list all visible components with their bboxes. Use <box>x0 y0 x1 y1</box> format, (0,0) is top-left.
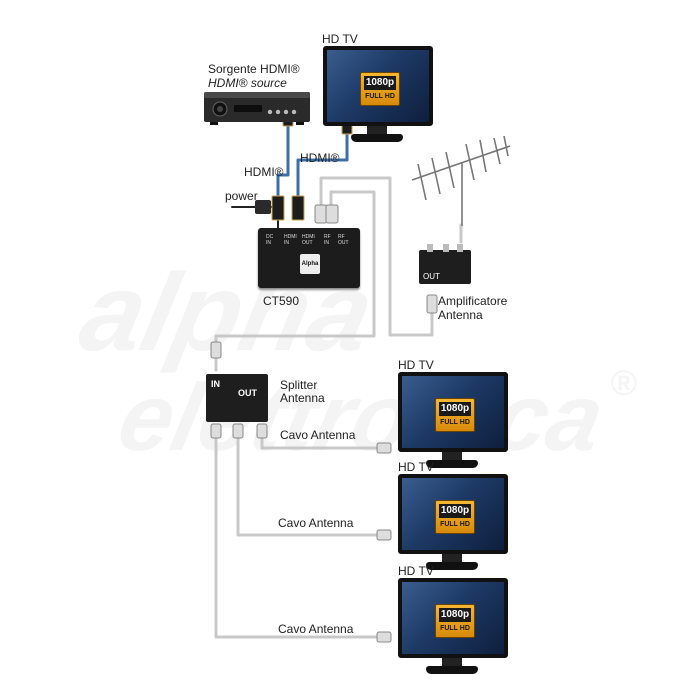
splitter-in-label: IN <box>211 379 220 389</box>
splitter-out-label: OUT <box>238 388 257 398</box>
label-hdmi-2: HDMI® <box>300 151 340 165</box>
label-hdtv-3: HD TV <box>398 564 434 578</box>
label-splitter: Splitter <box>280 378 318 392</box>
full-hd-badge: 1080p FULL HD <box>435 398 475 432</box>
label-splitter-2: Antenna <box>280 391 325 405</box>
label-source-it: Sorgente HDMI® <box>208 62 300 76</box>
hd-tv-1: 1080p FULL HD <box>398 372 508 470</box>
full-hd-badge: 1080p FULL HD <box>360 72 400 106</box>
label-amp-2: Antenna <box>438 308 483 322</box>
ct590-device: DC IN HDMI IN HDMI OUT RF IN RF OUT Alph… <box>258 228 360 288</box>
label-hdtv-top: HD TV <box>322 32 358 46</box>
hdmi-source-device <box>204 92 310 125</box>
label-power: power <box>225 189 258 203</box>
power-adapter <box>255 200 271 214</box>
hdmi-cable-source <box>276 120 290 202</box>
alpha-logo: Alpha <box>300 254 320 274</box>
svg-text:®: ® <box>610 362 637 403</box>
antenna-icon <box>411 136 511 226</box>
label-cable-3: Cavo Antenna <box>278 622 354 636</box>
label-ct590: CT590 <box>263 294 300 308</box>
label-hdtv-1: HD TV <box>398 358 434 372</box>
cable-antenna-2 <box>236 430 387 537</box>
full-hd-badge: 1080p FULL HD <box>435 604 475 638</box>
svg-text:elettronica: elettronica <box>110 365 613 471</box>
port-dc-in-label: DC IN <box>266 234 274 246</box>
label-cable-2: Cavo Antenna <box>278 516 354 530</box>
label-source-en: HDMI® source <box>208 76 287 90</box>
label-amp: Amplificatore <box>438 294 508 308</box>
hdmi-cable-tv <box>296 128 349 202</box>
antenna-cable-amp-to-rfin <box>319 176 434 337</box>
label-cable-1: Cavo Antenna <box>280 428 356 442</box>
hd-tv-3: 1080p FULL HD <box>398 578 508 676</box>
port-hdmi-in-label: HDMI IN <box>284 234 297 246</box>
antenna-amplifier: OUT <box>419 244 471 284</box>
port-rf-in-label: RF IN <box>324 234 331 246</box>
hd-tv-2: 1080p FULL HD <box>398 474 508 572</box>
label-hdmi-1: HDMI® <box>244 165 284 179</box>
cable-antenna-3 <box>214 430 387 639</box>
full-hd-badge: 1080p FULL HD <box>435 500 475 534</box>
hd-tv-top: 1080p FULL HD <box>323 46 433 144</box>
label-hdtv-2: HD TV <box>398 460 434 474</box>
port-hdmi-out-label: HDMI OUT <box>302 234 315 246</box>
port-rf-out-label: RF OUT <box>338 234 349 246</box>
antenna-splitter: IN OUT <box>206 374 268 422</box>
amp-out-label: OUT <box>423 272 440 281</box>
